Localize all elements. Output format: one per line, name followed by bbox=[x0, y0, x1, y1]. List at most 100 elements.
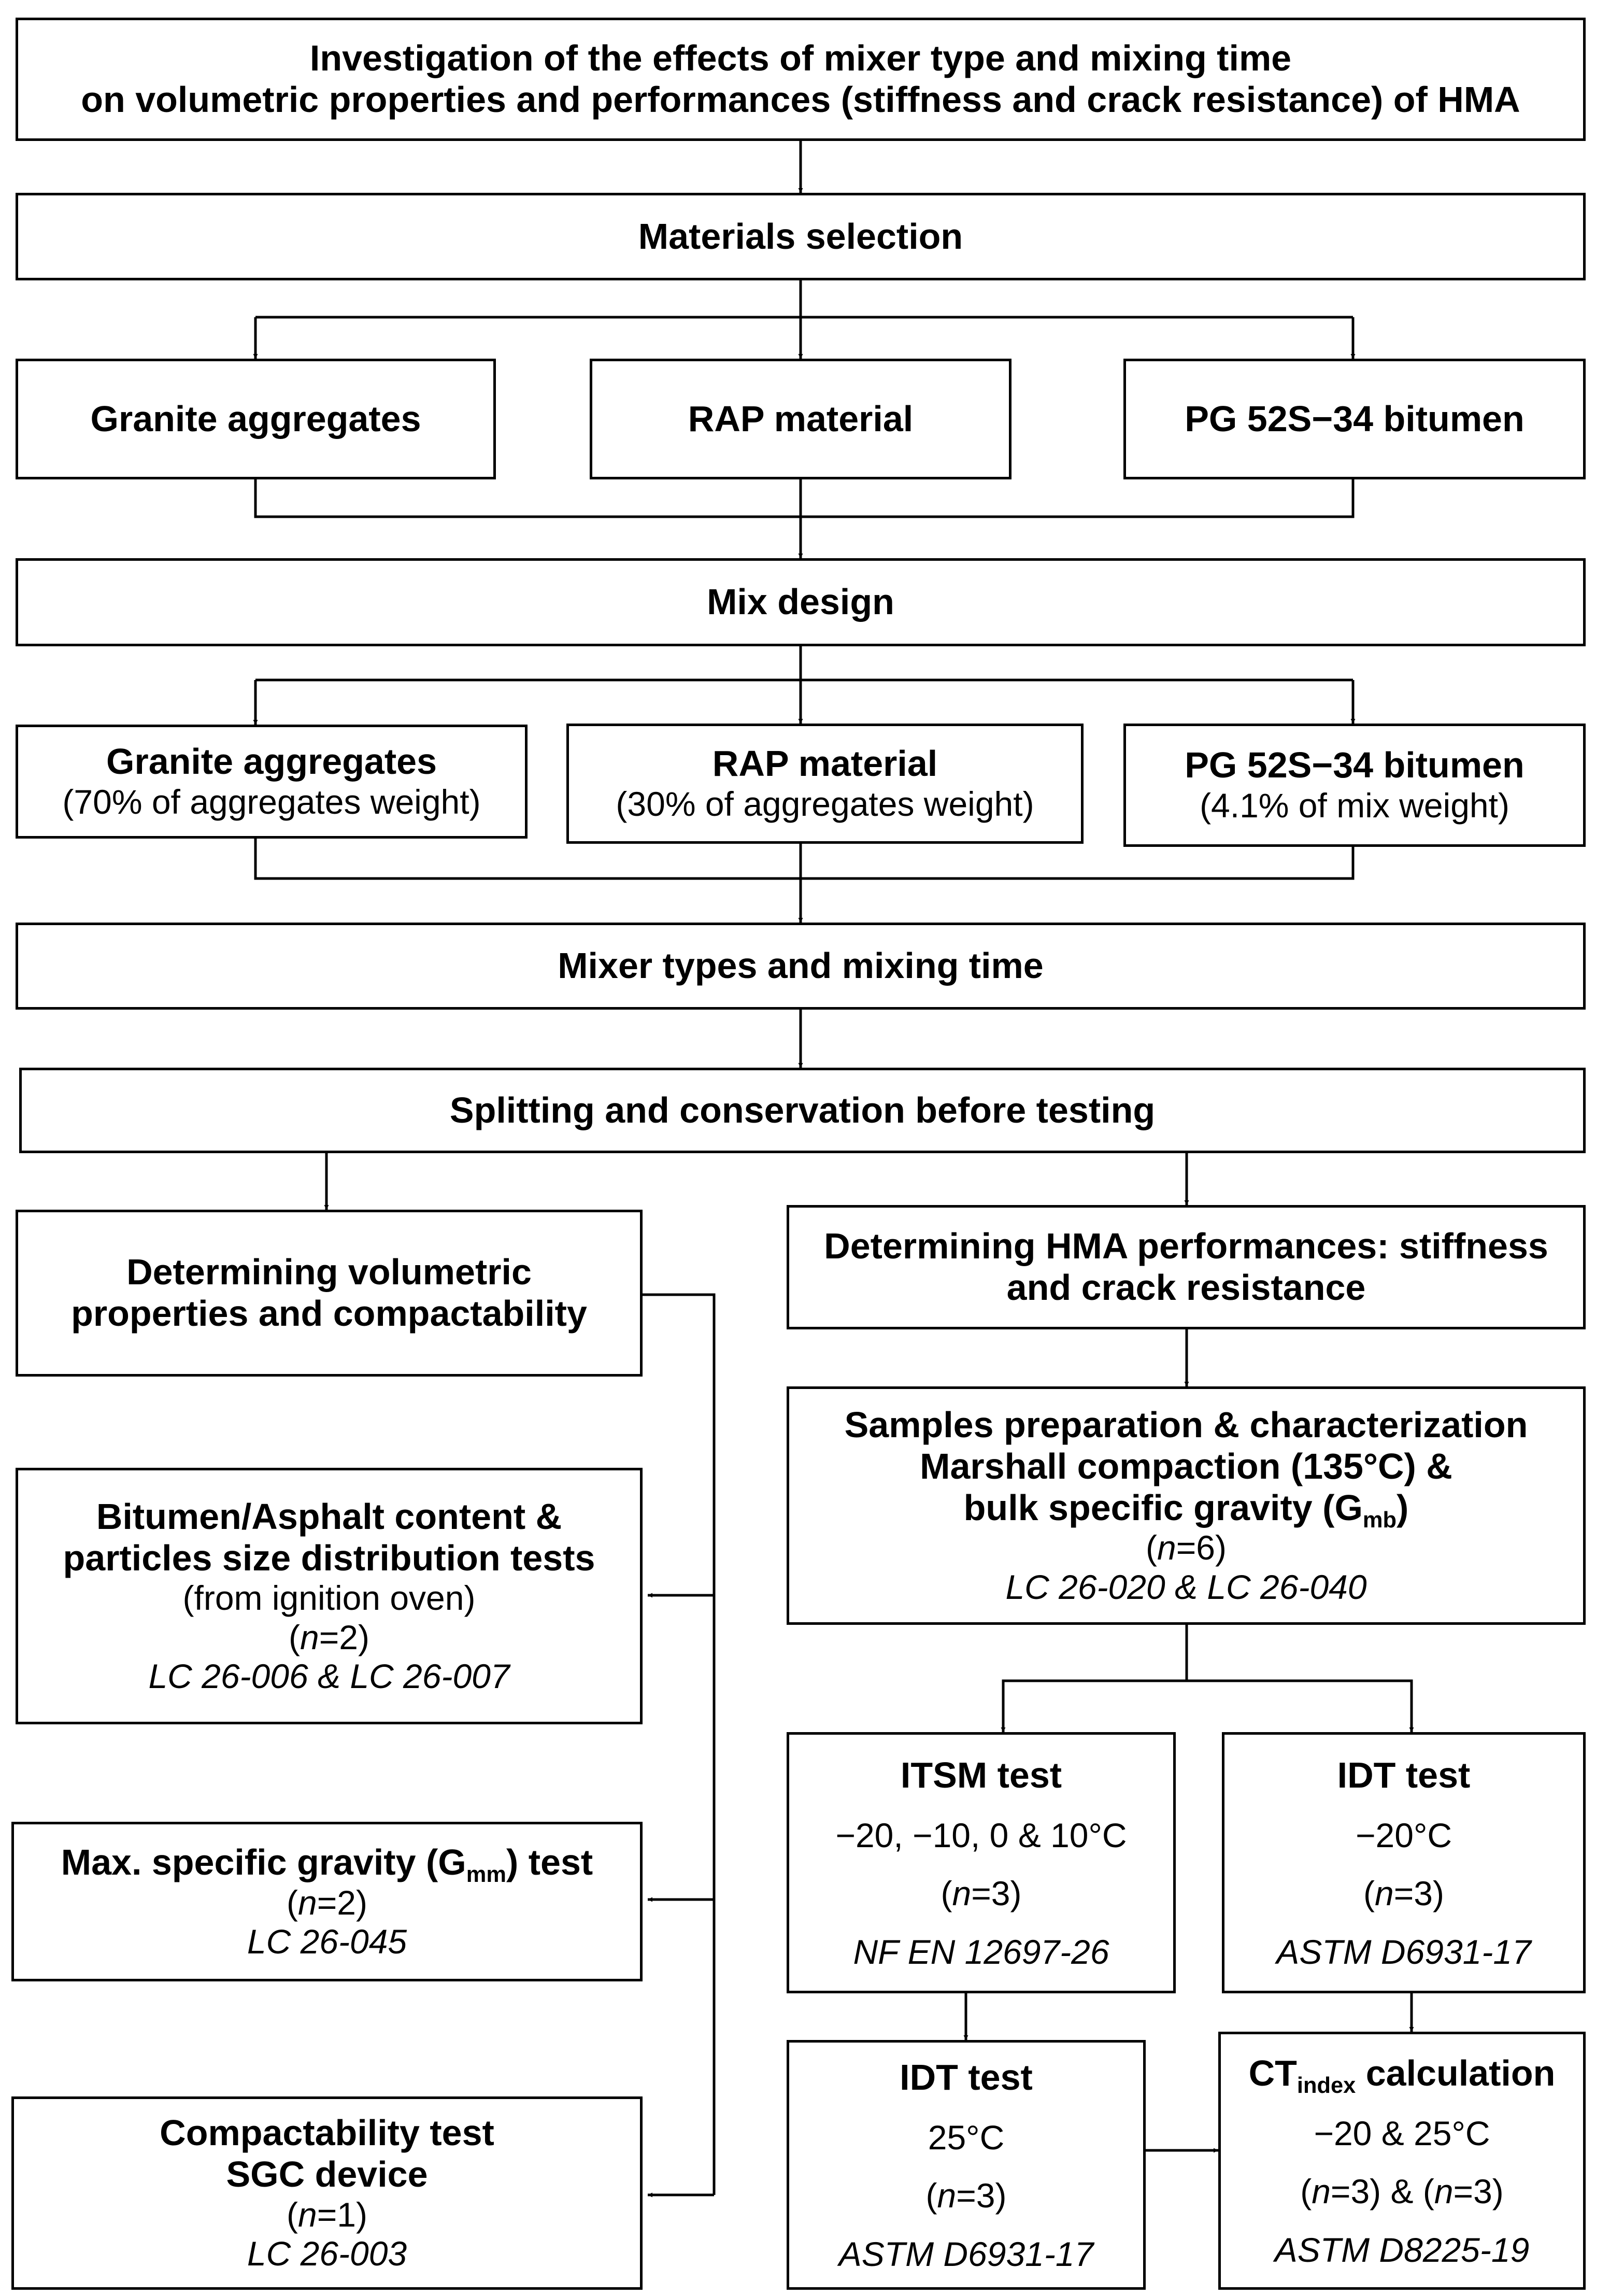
idt-cold-n-close: ) bbox=[1432, 1874, 1444, 1913]
max-sg-standard: LC 26-045 bbox=[247, 1922, 407, 1961]
max-sg-n-open: ( bbox=[287, 1883, 298, 1922]
mix-rap-detail: (30% of aggregates weight) bbox=[616, 785, 1034, 824]
itsm-test-box: ITSM test −20, −10, 0 & 10°C (n=3) NF EN… bbox=[787, 1732, 1176, 1993]
ct-index-title-post: calculation bbox=[1356, 2053, 1556, 2094]
itsm-temps: −20, −10, 0 & 10°C bbox=[835, 1816, 1127, 1855]
idt-warm-n-val: =3 bbox=[956, 2176, 995, 2215]
idt-warm-n-close: ) bbox=[995, 2176, 1007, 2215]
splitting-box: Splitting and conservation before testin… bbox=[19, 1068, 1586, 1153]
max-sg-n-close: ) bbox=[355, 1883, 367, 1922]
idt-cold-test-box: IDT test −20°C (n=3) ASTM D6931-17 bbox=[1222, 1732, 1586, 1993]
mix-granite-detail: (70% of aggregates weight) bbox=[62, 783, 481, 821]
compactability-box: Compactability test SGC device (n=1) LC … bbox=[11, 2096, 643, 2290]
idt-cold-n-var: n bbox=[1375, 1874, 1394, 1913]
bitumen-content-n-open: ( bbox=[289, 1618, 301, 1656]
idt-warm-test-box: IDT test 25°C (n=3) ASTM D6931-17 bbox=[787, 2040, 1146, 2290]
idt-cold-temp: −20°C bbox=[1355, 1816, 1452, 1855]
ct-index-title-pre: CT bbox=[1248, 2053, 1297, 2094]
performances-box: Determining HMA performances: stiffness … bbox=[787, 1205, 1586, 1329]
samples-n-val: =6 bbox=[1176, 1528, 1215, 1567]
ct-index-box: CTindex calculation −20 & 25°C (n=3) & (… bbox=[1218, 2032, 1586, 2290]
objective-line-1: Investigation of the effects of mixer ty… bbox=[309, 38, 1292, 79]
samples-n-open: ( bbox=[1146, 1528, 1158, 1567]
ct-index-n1-val: =3) & ( bbox=[1330, 2172, 1434, 2211]
max-sg-label: Max. specific gravity (Gmm) test bbox=[61, 1841, 593, 1886]
idt-warm-n-open: ( bbox=[925, 2176, 937, 2215]
research-objective-box: Investigation of the effects of mixer ty… bbox=[16, 18, 1586, 141]
idt-cold-title: IDT test bbox=[1337, 1755, 1471, 1796]
samples-preparation-box: Samples preparation & characterization M… bbox=[787, 1386, 1586, 1625]
itsm-standard: NF EN 12697-26 bbox=[853, 1932, 1109, 1971]
ct-index-n1-open: ( bbox=[1300, 2172, 1312, 2211]
samples-sample-count: (n=6) bbox=[1146, 1528, 1227, 1567]
bitumen-content-box: Bitumen/Asphalt content & particles size… bbox=[16, 1468, 643, 1724]
merge-materials bbox=[254, 479, 1355, 518]
bitumen-content-line-3: (from ignition oven) bbox=[182, 1579, 476, 1618]
materials-selection-label: Materials selection bbox=[638, 216, 963, 257]
splitting-label: Splitting and conservation before testin… bbox=[449, 1089, 1156, 1130]
samples-line-3: bulk specific gravity (Gmb) bbox=[964, 1487, 1409, 1532]
ct-index-n2-val: =3) bbox=[1453, 2172, 1504, 2211]
bitumen-content-sample-count: (n=2) bbox=[289, 1618, 369, 1657]
granite-aggregates-box: Granite aggregates bbox=[16, 359, 496, 479]
samples-line-3-sub: mb bbox=[1362, 1507, 1397, 1533]
arrow-samples-to-idt-cold bbox=[1187, 1679, 1414, 1732]
performances-line-2: and crack resistance bbox=[1006, 1267, 1366, 1308]
ct-index-title-sub: index bbox=[1296, 2073, 1356, 2099]
compactability-n-close: ) bbox=[355, 2195, 367, 2234]
ct-index-sample-count: (n=3) & (n=3) bbox=[1300, 2162, 1504, 2220]
merge-mix bbox=[254, 839, 1355, 880]
idt-cold-n-val: =3 bbox=[1393, 1874, 1433, 1913]
compactability-sample-count: (n=1) bbox=[287, 2195, 367, 2234]
mixer-types-box: Mixer types and mixing time bbox=[16, 923, 1586, 1010]
bitumen-content-n-close: ) bbox=[358, 1618, 369, 1656]
mix-design-label: Mix design bbox=[707, 582, 894, 622]
itsm-n-val: =3 bbox=[971, 1874, 1010, 1913]
volumetric-box: Determining volumetric properties and co… bbox=[16, 1210, 643, 1377]
mix-bitumen-name: PG 52S−34 bitumen bbox=[1185, 745, 1524, 786]
ct-index-n1-var: n bbox=[1312, 2172, 1331, 2211]
compactability-n-val: =1 bbox=[317, 2195, 356, 2234]
arrow-samples-to-itsm bbox=[1001, 1625, 1188, 1732]
rap-material-box: RAP material bbox=[590, 359, 1011, 479]
compactability-line-1: Compactability test bbox=[160, 2113, 494, 2153]
ct-index-standard: ASTM D8225-19 bbox=[1274, 2230, 1530, 2269]
bitumen-box: PG 52S−34 bitumen bbox=[1123, 359, 1586, 479]
mix-bitumen-box: PG 52S−34 bitumen (4.1% of mix weight) bbox=[1123, 724, 1586, 847]
volumetric-line-1: Determining volumetric bbox=[126, 1252, 532, 1293]
idt-warm-standard: ASTM D6931-17 bbox=[838, 2234, 1094, 2273]
compactability-standard: LC 26-003 bbox=[247, 2234, 407, 2273]
max-sg-n-val: =2 bbox=[317, 1883, 356, 1922]
max-sg-label-sub: mm bbox=[466, 1862, 506, 1887]
idt-cold-sample-count: (n=3) bbox=[1363, 1864, 1444, 1922]
samples-line-1: Samples preparation & characterization bbox=[844, 1405, 1528, 1445]
bitumen-content-line-1: Bitumen/Asphalt content & bbox=[96, 1496, 562, 1537]
compactability-n-open: ( bbox=[287, 2195, 298, 2234]
volumetric-bracket bbox=[643, 1293, 716, 2195]
ct-index-temps: −20 & 25°C bbox=[1314, 2114, 1490, 2153]
idt-warm-n-var: n bbox=[937, 2176, 957, 2215]
itsm-n-var: n bbox=[952, 1874, 972, 1913]
max-specific-gravity-box: Max. specific gravity (Gmm) test (n=2) L… bbox=[11, 1822, 643, 1981]
max-sg-label-post: ) test bbox=[506, 1841, 593, 1882]
max-sg-n-var: n bbox=[298, 1883, 317, 1922]
granite-aggregates-label: Granite aggregates bbox=[90, 398, 421, 439]
bitumen-label: PG 52S−34 bitumen bbox=[1185, 398, 1524, 439]
samples-line-2: Marshall compaction (135°C) & bbox=[920, 1445, 1452, 1486]
ct-index-n2-var: n bbox=[1434, 2172, 1454, 2211]
mix-rap-name: RAP material bbox=[712, 743, 938, 784]
bitumen-content-standard: LC 26-006 & LC 26-007 bbox=[148, 1656, 510, 1695]
itsm-n-close: ) bbox=[1010, 1874, 1022, 1913]
mix-design-box: Mix design bbox=[16, 558, 1586, 646]
itsm-n-open: ( bbox=[941, 1874, 952, 1913]
itsm-sample-count: (n=3) bbox=[941, 1864, 1022, 1922]
max-sg-label-pre: Max. specific gravity (G bbox=[61, 1841, 466, 1882]
idt-cold-n-open: ( bbox=[1363, 1874, 1375, 1913]
bitumen-content-line-2: particles size distribution tests bbox=[63, 1537, 595, 1578]
mix-rap-box: RAP material (30% of aggregates weight) bbox=[566, 724, 1084, 844]
max-sg-sample-count: (n=2) bbox=[287, 1883, 367, 1922]
compactability-n-var: n bbox=[298, 2195, 317, 2234]
objective-line-2: on volumetric properties and performance… bbox=[81, 79, 1520, 120]
idt-warm-title: IDT test bbox=[900, 2057, 1033, 2098]
